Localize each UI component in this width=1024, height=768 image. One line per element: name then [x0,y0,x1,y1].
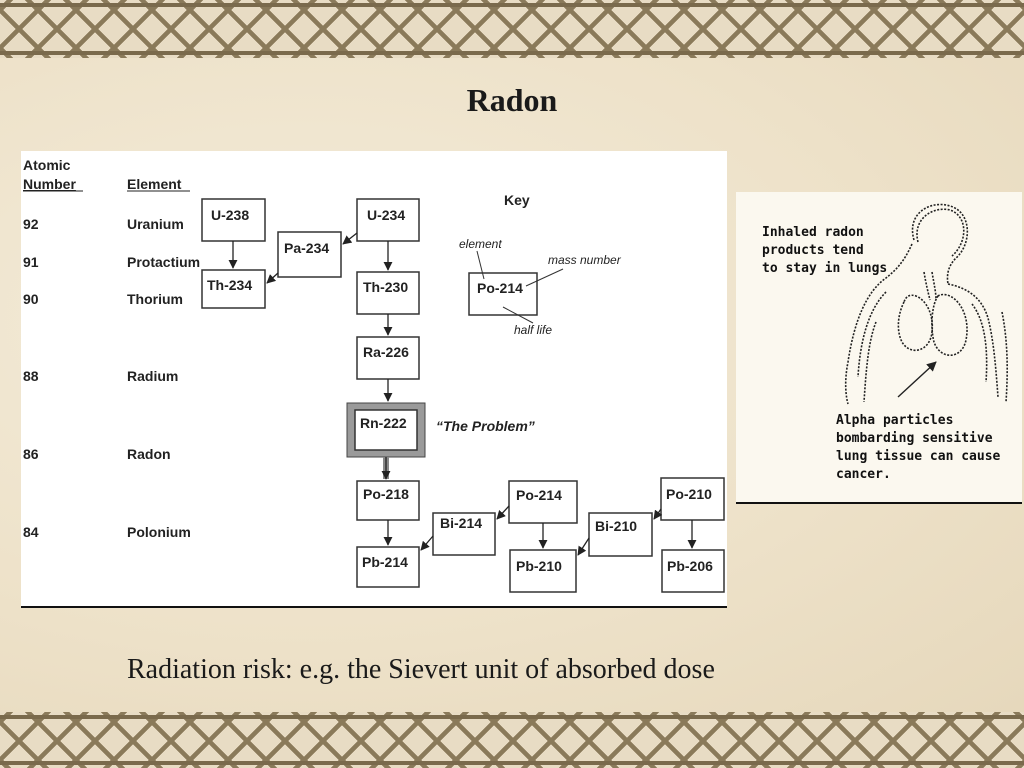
row-element-polonium: Polonium [127,524,191,540]
nuclide-pb206: Pb-206 [661,549,725,593]
nuclide-th234: Th-234 [201,269,266,309]
nuclide-label: Ra-226 [363,344,409,360]
the-problem-label: “The Problem” [436,418,535,434]
row-element-thorium: Thorium [127,291,183,307]
nuclide-ra226: Ra-226 [356,336,420,380]
key-example-label: Po-214 [477,280,523,296]
lung-text-bottom-2: bombarding sensitive [836,431,993,446]
key-half-life-label: half life [514,323,552,337]
nuclide-label: Bi-214 [440,515,482,531]
key-element-label: element [459,237,502,251]
header-atomic-line2: Number [23,176,76,192]
nuclide-u238: U-238 [201,198,266,242]
nuclide-pa234: Pa-234 [277,231,342,278]
nuclide-label: Rn-222 [360,415,407,431]
alpha-arrow [897,361,937,398]
nuclide-po214: Po-214 [508,480,578,524]
key-mass-number-label: mass number [548,253,622,267]
lung-text-bottom-4: cancer. [836,467,891,482]
nuclide-label: Pb-206 [667,558,713,574]
row-number-84: 84 [23,524,39,540]
nuclide-po218: Po-218 [356,480,420,521]
lung-text-bottom-1: Alpha particles [836,413,953,428]
header-element: Element [127,176,182,192]
row-element-radon: Radon [127,446,171,462]
nuclide-bi214: Bi-214 [432,512,496,556]
nuclide-u234: U-234 [356,198,420,242]
row-number-86: 86 [23,446,39,462]
nuclide-pb214: Pb-214 [356,546,420,588]
nuclide-label: Pb-210 [516,558,562,574]
lung-text-top-3: to stay in lungs [762,261,887,276]
decorative-border-bottom [0,712,1024,768]
nuclide-label: Po-210 [666,486,712,502]
lung-illustration-svg: Inhaled radon products tend to stay in l… [762,203,1008,482]
nuclide-th230: Th-230 [356,271,420,315]
slide-title: Radon [466,82,558,118]
nuclide-label: Pb-214 [362,554,408,570]
lung-text-bottom-3: lung tissue can cause [836,449,1001,464]
lung-text-top-2: products tend [762,243,864,258]
slide-caption: Radiation risk: e.g. the Sievert unit of… [127,654,715,685]
row-number-91: 91 [23,254,39,270]
nuclide-label: U-238 [211,207,249,223]
lung-text-top-1: Inhaled radon [762,225,864,240]
decay-chain-diagram: Atomic Number Element 92 Uranium 91 Prot… [21,151,727,608]
nuclide-label: Po-214 [516,487,562,503]
torso-sketch [844,203,1008,405]
nuclide-label: U-234 [367,207,405,223]
nuclide-label: Po-218 [363,486,409,502]
header-atomic-line1: Atomic [23,157,71,173]
nuclide-label: Bi-210 [595,518,637,534]
key-title: Key [504,192,530,208]
nuclide-bi210: Bi-210 [588,512,653,557]
decorative-border-top [0,0,1024,58]
decay-arrows [228,232,697,556]
diagram-key: Key Po-214 element mass number half life [459,192,622,337]
decay-chain-svg: Atomic Number Element 92 Uranium 91 Prot… [23,157,725,593]
nuclide-label: Pa-234 [284,240,329,256]
row-element-protactium: Protactium [127,254,200,270]
nuclide-rn222: Rn-222 [346,402,426,458]
lung-illustration: Inhaled radon products tend to stay in l… [736,192,1022,504]
row-number-90: 90 [23,291,39,307]
row-element-radium: Radium [127,368,178,384]
row-element-uranium: Uranium [127,216,184,232]
nuclide-po210: Po-210 [660,477,725,521]
key-example-box [468,272,538,316]
nuclide-label: Th-230 [363,279,408,295]
nuclide-pb210: Pb-210 [509,549,577,593]
row-number-92: 92 [23,216,39,232]
nuclide-label: Th-234 [207,277,252,293]
row-number-88: 88 [23,368,39,384]
